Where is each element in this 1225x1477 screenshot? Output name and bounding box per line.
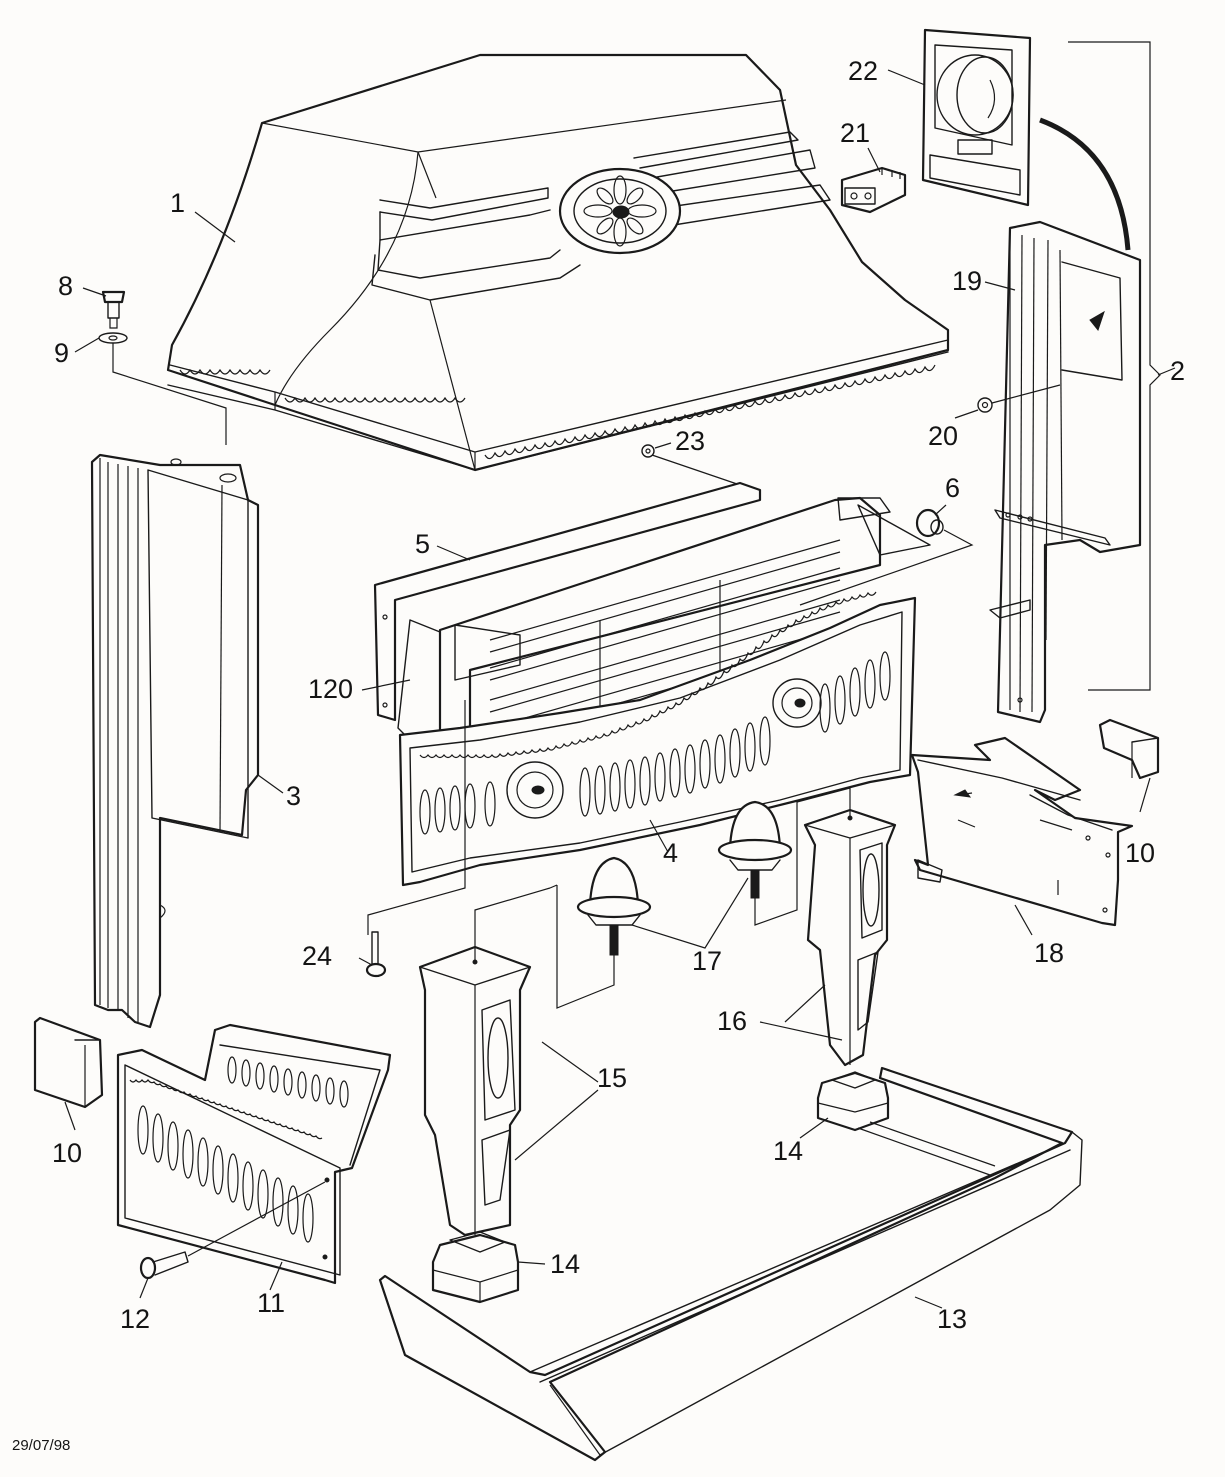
part-20-washer [977, 384, 1061, 413]
side-panel-slots-upper [227, 1056, 349, 1108]
callout-13: 13 [937, 1304, 967, 1334]
part-1-hood [166, 53, 950, 472]
callout-16: 16 [717, 1006, 747, 1036]
callout-17: 17 [692, 946, 722, 976]
part-13-base-tray [378, 1066, 1083, 1462]
callout-10-right: 10 [1125, 838, 1155, 868]
part-23-nut [641, 444, 741, 486]
part-17-finial-left [556, 856, 652, 1009]
part-21-switch [840, 166, 907, 214]
part-10-clip-left [33, 1016, 104, 1109]
part-16-right-leg [796, 787, 897, 1067]
callout-1: 1 [170, 188, 185, 218]
part-6-knob [799, 508, 974, 606]
group-bracket-2 [1068, 41, 1161, 691]
part-12-screw [139, 1181, 326, 1280]
part-22-control-panel [921, 28, 1032, 207]
part-14-left-foot [431, 1231, 520, 1304]
side-panel-slots-lower [137, 1105, 314, 1243]
callout-14-right: 14 [773, 1136, 803, 1166]
callout-8: 8 [58, 271, 73, 301]
callout-4: 4 [663, 838, 678, 868]
callout-21: 21 [840, 118, 870, 148]
callout-20: 20 [928, 421, 958, 451]
callout-5: 5 [415, 529, 430, 559]
part-4-front-fret [398, 591, 917, 887]
part-18-rear-bracket [910, 736, 1134, 927]
callout-18: 18 [1034, 938, 1064, 968]
part-11-side-vent-panel [116, 1023, 392, 1285]
callout-15: 15 [597, 1063, 627, 1093]
callout-3: 3 [286, 781, 301, 811]
callout-10-left: 10 [52, 1138, 82, 1168]
leader-lines [64, 69, 1176, 1309]
part-14-right-foot [816, 1071, 890, 1132]
date-stamp: 29/07/98 [12, 1437, 70, 1454]
part-9-washer [98, 332, 128, 344]
callout-9: 9 [54, 338, 69, 368]
part-17-finial-right [717, 800, 798, 926]
callout-labels: 1 2 3 4 5 6 8 9 10 10 11 12 13 14 14 15 … [52, 56, 1185, 1334]
part-10-clip-right [1098, 718, 1160, 780]
part-3-side-panel [90, 453, 260, 1029]
part-15-left-leg [418, 887, 551, 1237]
callout-11: 11 [257, 1288, 285, 1318]
callout-24: 24 [302, 941, 332, 971]
fret-oval-slots [419, 651, 891, 835]
rosette-petals [583, 175, 657, 247]
fret-dots [419, 591, 877, 759]
fret-rosette-right [772, 678, 822, 728]
part-24-screw [365, 931, 387, 978]
callout-19: 19 [952, 266, 982, 296]
callout-6: 6 [945, 473, 960, 503]
callout-14-left: 14 [550, 1249, 580, 1279]
hood-scallops [179, 364, 936, 460]
part-8-bolt [101, 290, 126, 329]
callout-12: 12 [120, 1304, 150, 1334]
callout-22: 22 [848, 56, 878, 86]
part-19-control-bracket [989, 220, 1142, 724]
fret-rosette-left [506, 761, 564, 819]
callout-23: 23 [675, 426, 705, 456]
control-cable [1039, 117, 1131, 251]
callout-120: 120 [308, 674, 353, 704]
callout-2: 2 [1170, 356, 1185, 386]
